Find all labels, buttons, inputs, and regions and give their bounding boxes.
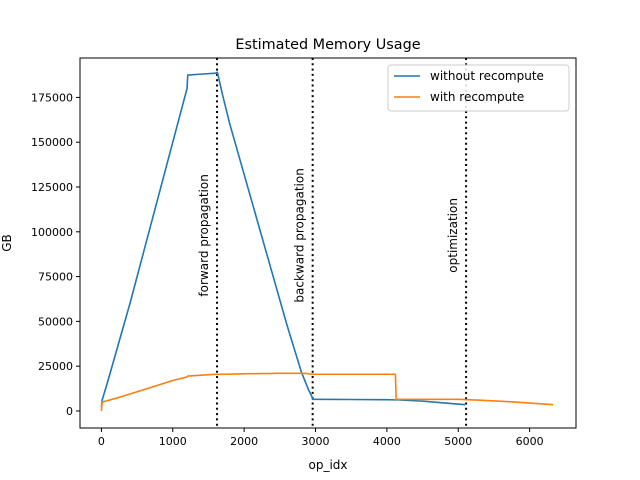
y-tick-label: 0 <box>66 405 73 418</box>
chart-title: Estimated Memory Usage <box>235 37 420 53</box>
y-tick-label: 150000 <box>31 136 73 149</box>
y-tick-label: 25000 <box>38 360 73 373</box>
phase-label: forward propagation <box>197 174 211 296</box>
y-tick-label: 50000 <box>38 315 73 328</box>
phase-label: backward propagation <box>293 168 307 302</box>
legend-entry: without recompute <box>430 69 544 83</box>
plot-frame <box>79 57 577 429</box>
y-tick-label: 125000 <box>31 181 73 194</box>
plot-area <box>80 58 576 428</box>
phase-label: optimization <box>446 198 460 273</box>
y-tick-label: 100000 <box>31 226 73 239</box>
x-tick-label: 2000 <box>230 435 258 448</box>
x-tick-label: 1000 <box>159 435 187 448</box>
legend-box <box>387 64 570 112</box>
x-tick-label: 4000 <box>373 435 401 448</box>
x-tick-label: 5000 <box>444 435 472 448</box>
y-tick-label: 75000 <box>38 271 73 284</box>
legend-entry: with recompute <box>430 90 524 104</box>
x-axis-label: op_idx <box>308 458 347 472</box>
series-line-1 <box>100 71 466 408</box>
x-tick-label: 6000 <box>516 435 544 448</box>
x-tick-label: 3000 <box>302 435 330 448</box>
y-axis-label: GB <box>0 234 14 252</box>
y-axis: 0 25000 50000 75000 100000 125000 150000 175000 <box>31 91 80 418</box>
series-line-2 <box>100 372 554 412</box>
legend: without recompute with recompute <box>387 64 570 112</box>
x-tick-label: 0 <box>98 435 105 448</box>
y-tick-label: 175000 <box>31 91 73 104</box>
data-series <box>100 71 554 412</box>
vertical-markers: forward propagation backward propagation o… <box>197 58 468 428</box>
x-axis: 0 1000 2000 3000 4000 5000 6000 <box>98 428 544 448</box>
